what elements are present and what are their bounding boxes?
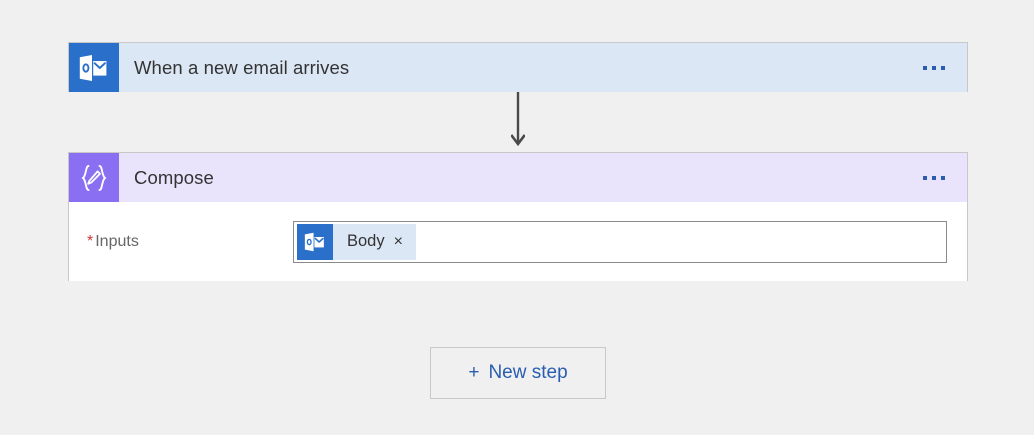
- compose-card[interactable]: Compose *Inputs Body: [68, 152, 968, 281]
- down-arrow-icon: [510, 92, 526, 152]
- outlook-icon: [69, 43, 119, 92]
- trigger-card[interactable]: When a new email arrives: [68, 42, 968, 92]
- token-label: Body: [347, 232, 385, 250]
- ellipsis-dot: [932, 175, 936, 180]
- compose-card-header[interactable]: Compose: [69, 153, 967, 202]
- plus-icon: +: [468, 362, 480, 383]
- ellipsis-dot: [923, 65, 927, 70]
- outlook-icon: [297, 223, 333, 260]
- required-asterisk: *: [87, 232, 94, 250]
- compose-card-body: *Inputs Body ×: [69, 202, 967, 281]
- ellipsis-dot: [923, 175, 927, 180]
- trigger-card-ellipsis-menu-icon[interactable]: [923, 43, 967, 92]
- close-icon[interactable]: ×: [393, 232, 403, 250]
- inputs-field[interactable]: Body ×: [293, 220, 947, 263]
- compose-card-title: Compose: [134, 166, 214, 188]
- ellipsis-dot: [941, 65, 945, 70]
- new-step-button[interactable]: + New step: [430, 347, 606, 399]
- compose-code-icon: [69, 153, 119, 202]
- new-step-label: New step: [488, 362, 568, 383]
- inputs-field-label: *Inputs: [87, 233, 293, 251]
- compose-card-ellipsis-menu-icon[interactable]: [923, 153, 967, 202]
- ellipsis-dot: [941, 175, 945, 180]
- ellipsis-dot: [932, 65, 936, 70]
- inputs-label-text: Inputs: [95, 232, 139, 250]
- trigger-card-title: When a new email arrives: [134, 56, 350, 78]
- dynamic-content-token[interactable]: Body ×: [297, 223, 416, 260]
- trigger-card-header[interactable]: When a new email arrives: [69, 43, 967, 92]
